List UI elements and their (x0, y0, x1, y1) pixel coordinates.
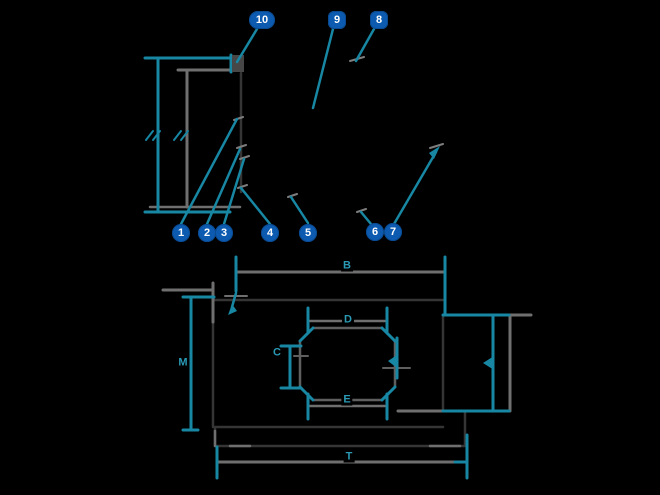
dim-line-C (279, 344, 303, 390)
callout-badge-8: 8 (370, 11, 388, 29)
leader-line-10 (235, 27, 259, 64)
callout-badge-4: 4 (261, 224, 279, 242)
left-arrowhead-icon (483, 356, 494, 370)
inner-left-arrowhead-icon (388, 355, 397, 368)
dimension-view (161, 255, 533, 480)
callout-badge-7: 7 (384, 223, 402, 241)
inner-cutout-edge (298, 326, 397, 402)
dim-line-A-right (441, 313, 511, 413)
cutout-chamfer-highlight (298, 326, 397, 402)
dim-label-inner-top-width: D (342, 313, 354, 326)
dim-tick-E (306, 392, 389, 421)
dim-label-inner-left-height: C (271, 346, 283, 359)
leader-line-6 (359, 210, 373, 226)
leader-line-5 (289, 195, 310, 225)
callout-badge-1: 1 (172, 224, 190, 242)
dim-label-bottom-width: T (343, 450, 355, 463)
feature-tick (233, 56, 444, 213)
leader-line-8 (354, 27, 376, 63)
bottom-step-dash (213, 429, 462, 448)
dim-line-M (181, 295, 216, 432)
dim-label-inner-bottom-width: E (341, 393, 353, 406)
callout-badge-9: 9 (328, 11, 346, 29)
callout-badge-6: 6 (366, 223, 384, 241)
leader-line-3 (222, 157, 246, 226)
leader-line-9 (311, 27, 335, 110)
down-arrowhead-icon (228, 304, 237, 315)
dim-tick-B (234, 255, 447, 317)
corner-step (161, 281, 215, 324)
leader-line-1 (179, 117, 239, 226)
leader-arrowhead-icon (429, 146, 440, 159)
callout-badge-2: 2 (198, 224, 216, 242)
dim-tick-D (306, 306, 389, 335)
callout-badge-5: 5 (299, 224, 317, 242)
callout-badge-3: 3 (215, 224, 233, 242)
callout-badge-10: 10 (249, 11, 275, 29)
leader-line-2 (205, 147, 242, 226)
right-construction (396, 313, 533, 413)
cross-section-view (143, 27, 444, 226)
dim-tick-T (215, 433, 469, 480)
break-mark-icon (145, 130, 189, 141)
section-line (176, 68, 233, 209)
ext-arrow-line (230, 291, 238, 309)
clip-block (232, 55, 244, 72)
leader-line-4 (239, 186, 272, 226)
dim-label-top-width: B (341, 259, 353, 272)
dim-label-left-height: M (176, 356, 190, 369)
leader-line-7 (392, 150, 438, 226)
